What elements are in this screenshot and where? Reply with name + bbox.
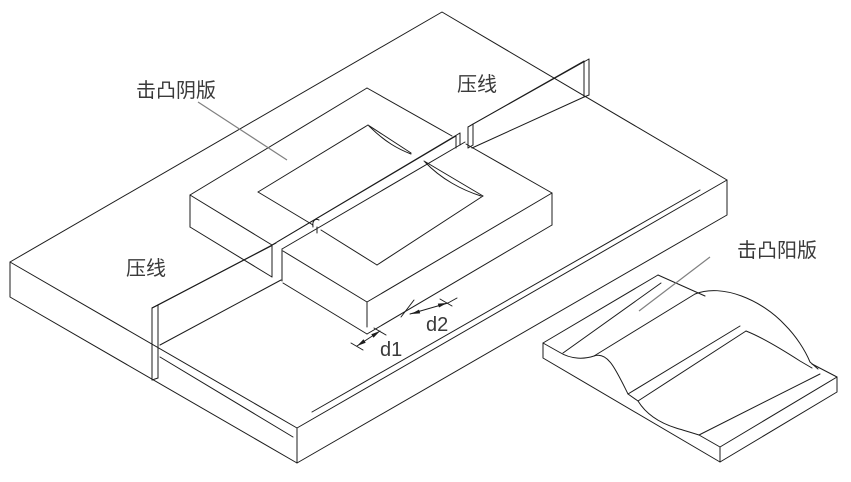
dimension-d2: d2 xyxy=(400,297,458,336)
female-die-leader-line xyxy=(197,101,288,161)
cavity-front-right-edge xyxy=(376,195,484,266)
base-plate-front-right-inset-line xyxy=(311,189,701,413)
male-die-ridge xyxy=(562,282,821,436)
d2-arrowhead-right xyxy=(437,303,447,308)
block-back-right-edge xyxy=(366,87,553,194)
d2-label: d2 xyxy=(426,314,448,336)
crease-rule-right xyxy=(467,58,590,149)
cavity-curved-wall-top xyxy=(368,125,412,155)
male-plate-front-right-edge xyxy=(719,376,838,448)
block-front-left-edge xyxy=(189,194,368,303)
left-rule-end-bottom xyxy=(151,377,159,381)
block-bottom-left-edge xyxy=(189,226,368,335)
left-rule-top-near xyxy=(151,245,272,309)
d2-extension-stub-left xyxy=(400,299,415,318)
male-plate-back-left-edge xyxy=(542,274,659,344)
base-plate-top-face xyxy=(9,11,728,429)
block-front-right-edge xyxy=(366,192,553,303)
crease-line-label-top: 压线 xyxy=(457,73,497,96)
ridge-band-edge-upper xyxy=(627,325,741,395)
dimension-d1: d1 xyxy=(350,327,402,361)
left-rule-end-cap xyxy=(151,304,159,309)
crease-channel xyxy=(271,132,466,282)
male-die-leader-line xyxy=(638,256,711,312)
d2-dimension-line xyxy=(409,297,458,315)
d1-arrowhead-left xyxy=(357,339,366,346)
cavity-curved-wall-right xyxy=(424,161,482,197)
base-plate-right-face xyxy=(296,179,728,464)
d2-arrowhead-left xyxy=(411,309,421,314)
ridge-band-edge-lower xyxy=(637,330,747,402)
d2-extension-stub-right xyxy=(439,298,453,307)
female-die-cavity xyxy=(257,124,484,266)
d1-arrowhead-right xyxy=(371,331,380,338)
block-bottom-right-edge xyxy=(366,224,553,335)
d1-label: d1 xyxy=(380,339,402,361)
channel-bottom-edge xyxy=(281,141,466,250)
cavity-back-right-edge xyxy=(367,124,484,197)
base-plate-left-face xyxy=(9,261,298,464)
d1-extension-stub-right xyxy=(373,327,387,336)
right-rule-left-bottom xyxy=(467,144,474,149)
female-die-block xyxy=(189,87,553,335)
male-plate-front-profile xyxy=(542,342,721,448)
male-die-label: 击凸阳版 xyxy=(737,239,817,262)
right-rule-top-far xyxy=(472,58,590,125)
block-back-left-edge xyxy=(189,87,368,196)
cavity-back-left-edge xyxy=(257,124,369,193)
male-die-plate xyxy=(542,274,838,463)
crease-line-label-left: 压线 xyxy=(126,257,166,280)
base-plate-front-left-inset-line xyxy=(159,356,294,438)
right-rule-right-bottom xyxy=(583,94,590,98)
d1-extension-stub-left xyxy=(350,342,364,351)
ridge-margin-line-left xyxy=(562,282,662,354)
left-rule-base xyxy=(159,279,282,346)
ridge-crest-line xyxy=(593,293,696,357)
channel-top-edge-far xyxy=(276,132,461,243)
ridge-margin-line-right xyxy=(698,373,821,436)
male-plate-back-right-edge xyxy=(657,274,838,378)
crease-rule-left xyxy=(151,242,282,381)
male-plate-right-thickness xyxy=(719,376,838,463)
right-rule-cap-left xyxy=(467,123,474,128)
female-die-label: 击凸阴版 xyxy=(136,79,216,102)
right-rule-base xyxy=(471,96,585,149)
channel-pocket-arc xyxy=(312,218,320,228)
ridge-dome-upper-curve xyxy=(694,290,819,370)
male-plate-left-thickness xyxy=(542,342,721,463)
base-plate xyxy=(9,11,728,464)
ridge-dome-lower-curve xyxy=(745,330,813,369)
cavity-front-left-edge xyxy=(257,191,378,266)
